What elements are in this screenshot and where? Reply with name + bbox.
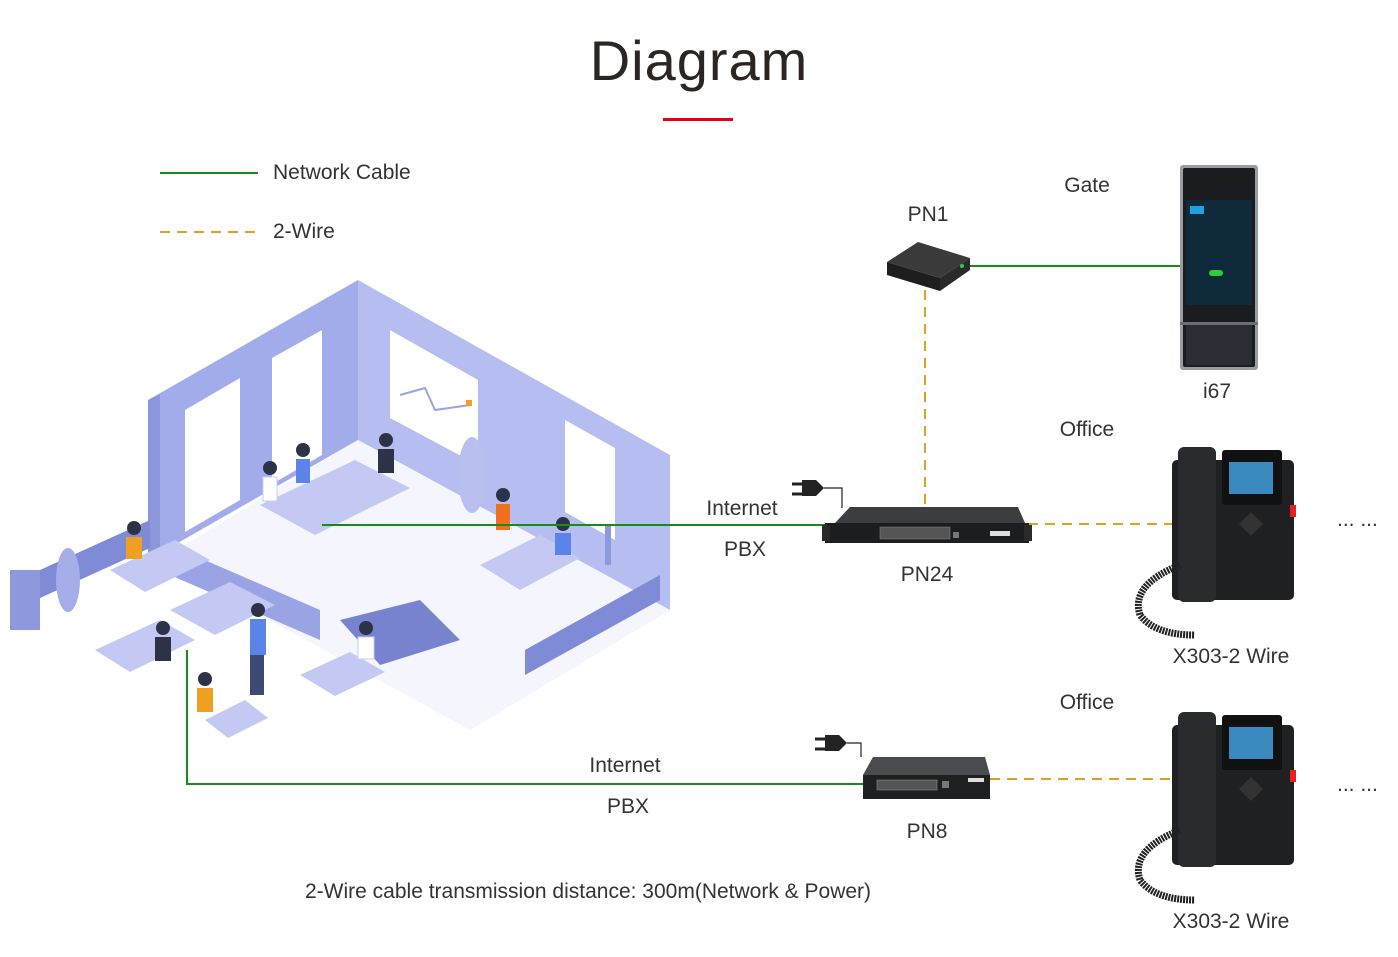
- pn1-device-icon: [887, 242, 970, 291]
- i67-door-phone-icon: [1180, 165, 1258, 370]
- pn8-internet-label: Internet: [589, 754, 661, 777]
- more-devices-indicator: ... ...: [1337, 773, 1378, 796]
- more-devices-indicator: ... ...: [1337, 508, 1378, 531]
- pn24-switch-icon: [822, 507, 1032, 543]
- pn8-label: PN8: [906, 820, 948, 843]
- legend-2wire-label: 2-Wire: [273, 220, 335, 243]
- i67-label: i67: [1202, 380, 1232, 403]
- power-plug-icon: [792, 480, 843, 508]
- gate-location-label: Gate: [1064, 174, 1110, 197]
- pn8-switch-icon: [863, 757, 990, 799]
- pn24-label: PN24: [900, 563, 954, 586]
- x303-phone-label: X303-2 Wire: [1172, 645, 1290, 668]
- pn8-pbx-label: PBX: [606, 795, 650, 818]
- x303-phone-icon: [1135, 447, 1296, 639]
- pn24-internet-label: Internet: [706, 497, 778, 520]
- office-location-label: Office: [1059, 691, 1115, 714]
- x303-phone-label: X303-2 Wire: [1172, 910, 1290, 933]
- page-title: Diagram: [589, 29, 809, 92]
- title-underline: [663, 118, 733, 121]
- x303-phone-icon: [1135, 712, 1296, 904]
- power-plug-icon: [815, 735, 862, 757]
- pn24-pbx-label: PBX: [723, 538, 767, 561]
- legend-network-cable-label: Network Cable: [273, 161, 411, 184]
- office-location-label: Office: [1059, 418, 1115, 441]
- office-illustration: [10, 280, 670, 738]
- network-cable-office-to-pn8: [186, 650, 870, 785]
- transmission-distance-note: 2-Wire cable transmission distance: 300m…: [305, 880, 872, 903]
- pn1-label: PN1: [907, 203, 949, 226]
